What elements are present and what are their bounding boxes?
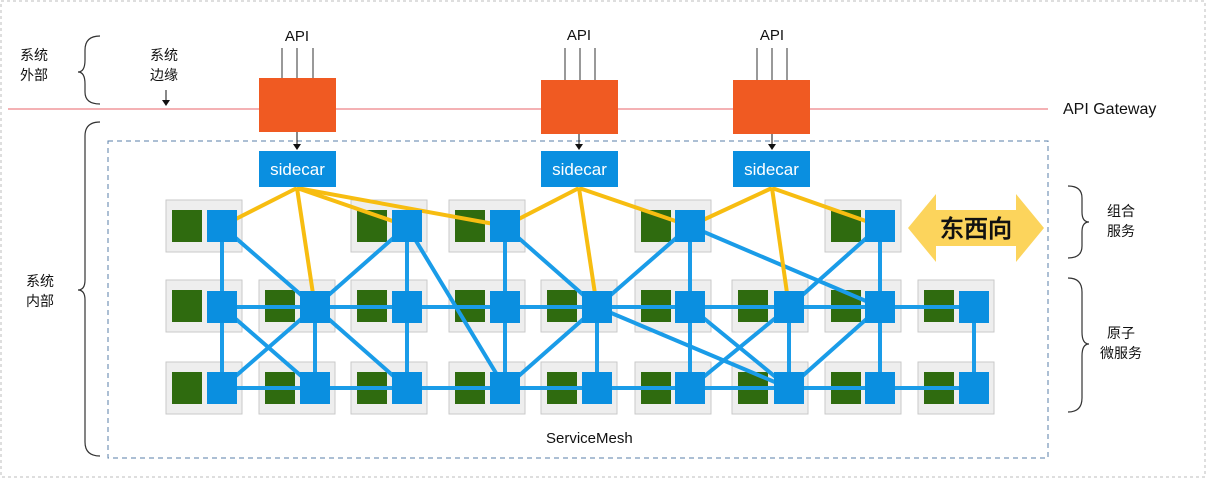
sidecar-label-3: sidecar [744, 160, 799, 179]
proxy-node[interactable] [300, 372, 330, 404]
mesh-link [313, 224, 409, 309]
service-block [172, 210, 202, 242]
mesh-link [220, 305, 317, 390]
east-west-arrow [908, 194, 1044, 262]
system-inside-label-2: 内部 [26, 293, 54, 309]
proxy-node[interactable] [675, 210, 705, 242]
mesh-link [595, 224, 692, 309]
service-block [455, 210, 485, 242]
atomic-label-2: 微服务 [1100, 345, 1142, 361]
proxy-node[interactable] [865, 291, 895, 323]
gateway-group-1: API sidecar [259, 28, 336, 187]
gateway-link [770, 187, 791, 308]
gateway-link [577, 187, 599, 308]
gateway-link [296, 186, 408, 228]
proxy-node[interactable] [582, 291, 612, 323]
gateway-box-2[interactable] [541, 80, 618, 134]
mesh-link [688, 305, 791, 390]
mesh-link [220, 224, 317, 309]
gateway-link [578, 186, 691, 228]
proxy-nodes [207, 210, 989, 404]
mesh-link [503, 224, 599, 309]
proxy-node[interactable] [582, 372, 612, 404]
proxy-node[interactable] [392, 291, 422, 323]
gateway-link [771, 186, 881, 228]
gateway-arrow-head [768, 144, 776, 150]
mesh-link [787, 224, 882, 309]
sidecar-label-1: sidecar [270, 160, 325, 179]
proxy-node[interactable] [490, 372, 520, 404]
system-inside-label-1: 系统 [26, 273, 54, 289]
composite-label-2: 服务 [1107, 223, 1135, 239]
gateway-group-3: API sidecar [733, 27, 810, 187]
api-label-2: API [567, 27, 591, 44]
edge-arrow-head [162, 100, 170, 106]
proxy-node[interactable] [392, 372, 422, 404]
proxy-node[interactable] [675, 291, 705, 323]
gateway-arrow-head [575, 144, 583, 150]
proxy-node[interactable] [300, 291, 330, 323]
sidecar-box-2[interactable] [541, 151, 618, 187]
sidecar-box-3[interactable] [733, 151, 810, 187]
service-mesh-region [107, 140, 1049, 459]
system-edge-label-1: 系统 [150, 47, 178, 63]
proxy-node[interactable] [959, 291, 989, 323]
gateway-box-3[interactable] [733, 80, 810, 134]
mesh-link [503, 305, 599, 390]
proxy-node[interactable] [865, 372, 895, 404]
east-west-label: 东西向 [940, 215, 1012, 243]
composite-brace [1067, 185, 1090, 259]
proxy-node[interactable] [490, 210, 520, 242]
sidecar-label-2: sidecar [552, 160, 607, 179]
mesh-link [596, 305, 790, 390]
gateway-link [295, 187, 317, 308]
proxy-node[interactable] [774, 372, 804, 404]
inside-brace [77, 121, 101, 457]
system-edge-label-2: 边缘 [150, 67, 178, 83]
proxy-node[interactable] [392, 210, 422, 242]
proxy-node[interactable] [490, 291, 520, 323]
atomic-brace [1067, 277, 1090, 413]
service-mesh-label: ServiceMesh [546, 430, 633, 447]
api-label-1: API [285, 28, 309, 45]
service-block [172, 372, 202, 404]
proxy-node[interactable] [774, 291, 804, 323]
proxy-node[interactable] [865, 210, 895, 242]
gateway-group-2: API sidecar [541, 27, 618, 187]
outside-brace [77, 35, 101, 105]
gateway-link [296, 186, 506, 228]
atomic-label-1: 原子 [1107, 325, 1135, 341]
mesh-link [787, 305, 882, 390]
gateway-box-1[interactable] [259, 78, 336, 132]
proxy-node[interactable] [207, 210, 237, 242]
system-outside-label-2: 外部 [20, 67, 48, 83]
proxy-node[interactable] [675, 372, 705, 404]
api-label-3: API [760, 27, 784, 44]
sidecar-box-1[interactable] [259, 151, 336, 187]
service-block [172, 290, 202, 322]
mesh-link [313, 305, 409, 390]
system-outside-label-1: 系统 [20, 47, 48, 63]
composite-label-1: 组合 [1107, 203, 1135, 219]
proxy-node[interactable] [207, 291, 237, 323]
gateway-arrow-head [293, 144, 301, 150]
proxy-node[interactable] [959, 372, 989, 404]
proxy-node[interactable] [207, 372, 237, 404]
api-gateway-label: API Gateway [1063, 101, 1156, 118]
